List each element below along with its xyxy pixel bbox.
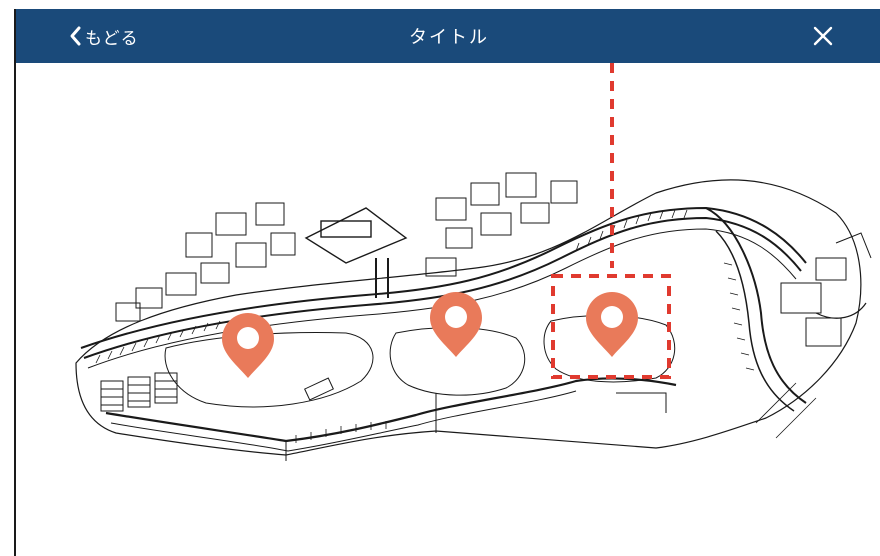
map-pin-center[interactable] bbox=[430, 292, 482, 357]
map-pin-east[interactable] bbox=[586, 292, 638, 357]
highlight-marker bbox=[551, 63, 671, 379]
page-title: タイトル bbox=[409, 27, 489, 48]
chevron-left-icon bbox=[70, 26, 81, 46]
back-button[interactable]: もどる bbox=[68, 9, 139, 63]
map-pin-west[interactable] bbox=[222, 313, 274, 378]
app-frame: もどる タイトル bbox=[14, 9, 880, 556]
map-area bbox=[16, 63, 880, 556]
park-map bbox=[75, 63, 872, 461]
back-label: もどる bbox=[85, 28, 139, 49]
close-button[interactable] bbox=[808, 21, 838, 51]
header-bar: もどる タイトル bbox=[16, 9, 880, 63]
close-icon bbox=[813, 26, 833, 46]
